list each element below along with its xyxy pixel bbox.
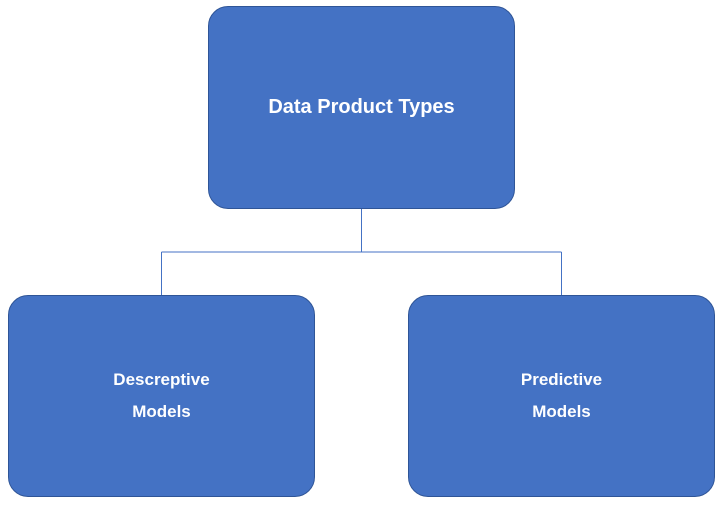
child-node-right-label: Predictive Models xyxy=(521,364,602,428)
child-node-left-label: Descreptive Models xyxy=(113,364,209,428)
child-node-predictive-models: Predictive Models xyxy=(408,295,715,497)
child-node-left-label-line2: Models xyxy=(132,402,191,421)
root-node-data-product-types: Data Product Types xyxy=(208,6,515,209)
child-node-left-label-line1: Descreptive xyxy=(113,370,210,389)
root-node-label: Data Product Types xyxy=(268,96,455,118)
child-node-descreptive-models: Descreptive Models xyxy=(8,295,315,497)
child-node-right-label-line2: Models xyxy=(532,402,591,421)
child-node-right-label-line1: Predictive xyxy=(520,370,603,389)
